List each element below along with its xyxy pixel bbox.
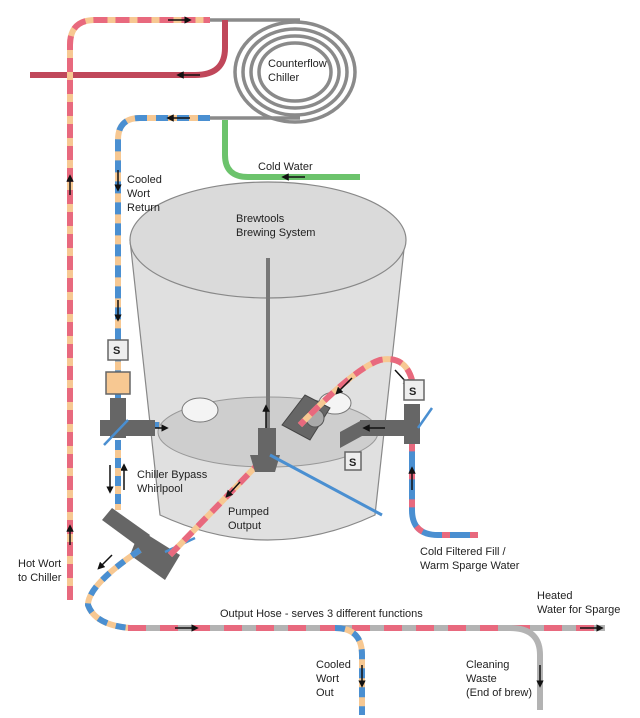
svg-text:Waste: Waste: [466, 673, 497, 685]
junction-to-hose-pipe: [84, 547, 142, 631]
svg-text:Brewing System: Brewing System: [236, 227, 315, 239]
svg-text:Pumped: Pumped: [228, 506, 269, 518]
svg-text:Chiller Bypass: Chiller Bypass: [137, 469, 208, 481]
sensor-s-right-bottom: S: [349, 457, 356, 469]
label-counterflow-chiller: Counterflow Chiller: [268, 58, 327, 84]
svg-text:Whirlpool: Whirlpool: [137, 483, 183, 495]
right-valve-assembly: [340, 379, 434, 471]
svg-text:Wort: Wort: [127, 188, 150, 200]
hot-wort-pipe: [67, 17, 210, 600]
left-valve-assembly: [100, 339, 155, 494]
sensor-s-left: S: [113, 345, 120, 357]
svg-text:Hot Wort: Hot Wort: [18, 558, 61, 570]
sparge-inlet-pipe: [297, 356, 415, 428]
svg-text:Warm Sparge Water: Warm Sparge Water: [420, 560, 520, 572]
label-brewtools: Brewtools Brewing System: [236, 213, 315, 239]
cooled-wort-out-pipe: [334, 625, 365, 715]
sensor-s-right-top: S: [409, 386, 416, 398]
label-output-hose: Output Hose - serves 3 different functio…: [220, 608, 423, 620]
svg-text:Water for Sparge: Water for Sparge: [537, 604, 620, 616]
counterflow-chiller: [210, 18, 357, 124]
label-cleaning-waste: Cleaning Waste (End of brew): [466, 659, 532, 699]
svg-text:(End of brew): (End of brew): [466, 687, 532, 699]
label-cold-filtered-fill: Cold Filtered Fill / Warm Sparge Water: [420, 546, 520, 572]
cold-water-pipe: [222, 120, 360, 180]
svg-text:Return: Return: [127, 202, 160, 214]
label-heated-water: Heated Water for Sparge: [537, 590, 620, 616]
svg-text:Output: Output: [228, 520, 261, 532]
cleaning-waste-pipe: [509, 625, 543, 710]
label-chiller-bypass: Chiller Bypass Whirlpool: [137, 469, 208, 495]
svg-text:Wort: Wort: [316, 673, 339, 685]
label-hot-wort: Hot Wort to Chiller: [18, 558, 62, 584]
svg-text:Out: Out: [316, 687, 334, 699]
label-cooled-wort-out: Cooled Wort Out: [316, 659, 351, 699]
svg-text:Counterflow: Counterflow: [268, 58, 327, 70]
chiller-hot-outlet: [30, 20, 228, 78]
label-pumped-output: Pumped Output: [228, 506, 269, 532]
cooled-wort-return-pipe: [115, 115, 210, 428]
svg-text:Cooled: Cooled: [127, 174, 162, 186]
bottom-outlet-fitting: [250, 428, 383, 517]
svg-text:Cooled: Cooled: [316, 659, 351, 671]
svg-text:Cold Filtered Fill /: Cold Filtered Fill /: [420, 546, 507, 558]
label-cooled-wort-return: Cooled Wort Return: [127, 174, 162, 214]
label-cold-water: Cold Water: [258, 161, 313, 173]
svg-text:to Chiller: to Chiller: [18, 572, 62, 584]
svg-text:Cleaning: Cleaning: [466, 659, 509, 671]
brewing-tank: [129, 181, 407, 541]
svg-text:Chiller: Chiller: [268, 72, 300, 84]
svg-text:Heated: Heated: [537, 590, 572, 602]
pumped-output-pipe: [167, 457, 265, 558]
cold-filtered-fill-pipe: [409, 440, 478, 538]
svg-text:Brewtools: Brewtools: [236, 213, 285, 225]
